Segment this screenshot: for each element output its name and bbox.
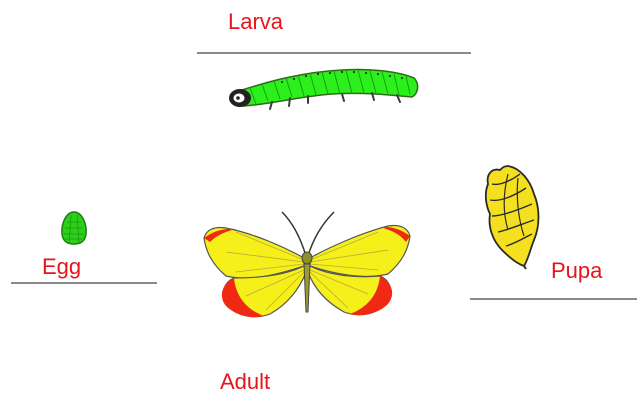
adult-label: Adult	[220, 371, 270, 393]
pupa-line	[470, 298, 637, 300]
larva-line	[197, 52, 471, 54]
egg-line	[11, 282, 157, 284]
caterpillar-icon	[222, 62, 422, 112]
egg-icon	[59, 210, 89, 246]
egg-label: Egg	[42, 256, 81, 278]
butterfly-icon	[196, 192, 418, 320]
chrysalis-icon	[478, 160, 548, 270]
larva-label: Larva	[228, 11, 283, 33]
pupa-label: Pupa	[551, 260, 602, 282]
